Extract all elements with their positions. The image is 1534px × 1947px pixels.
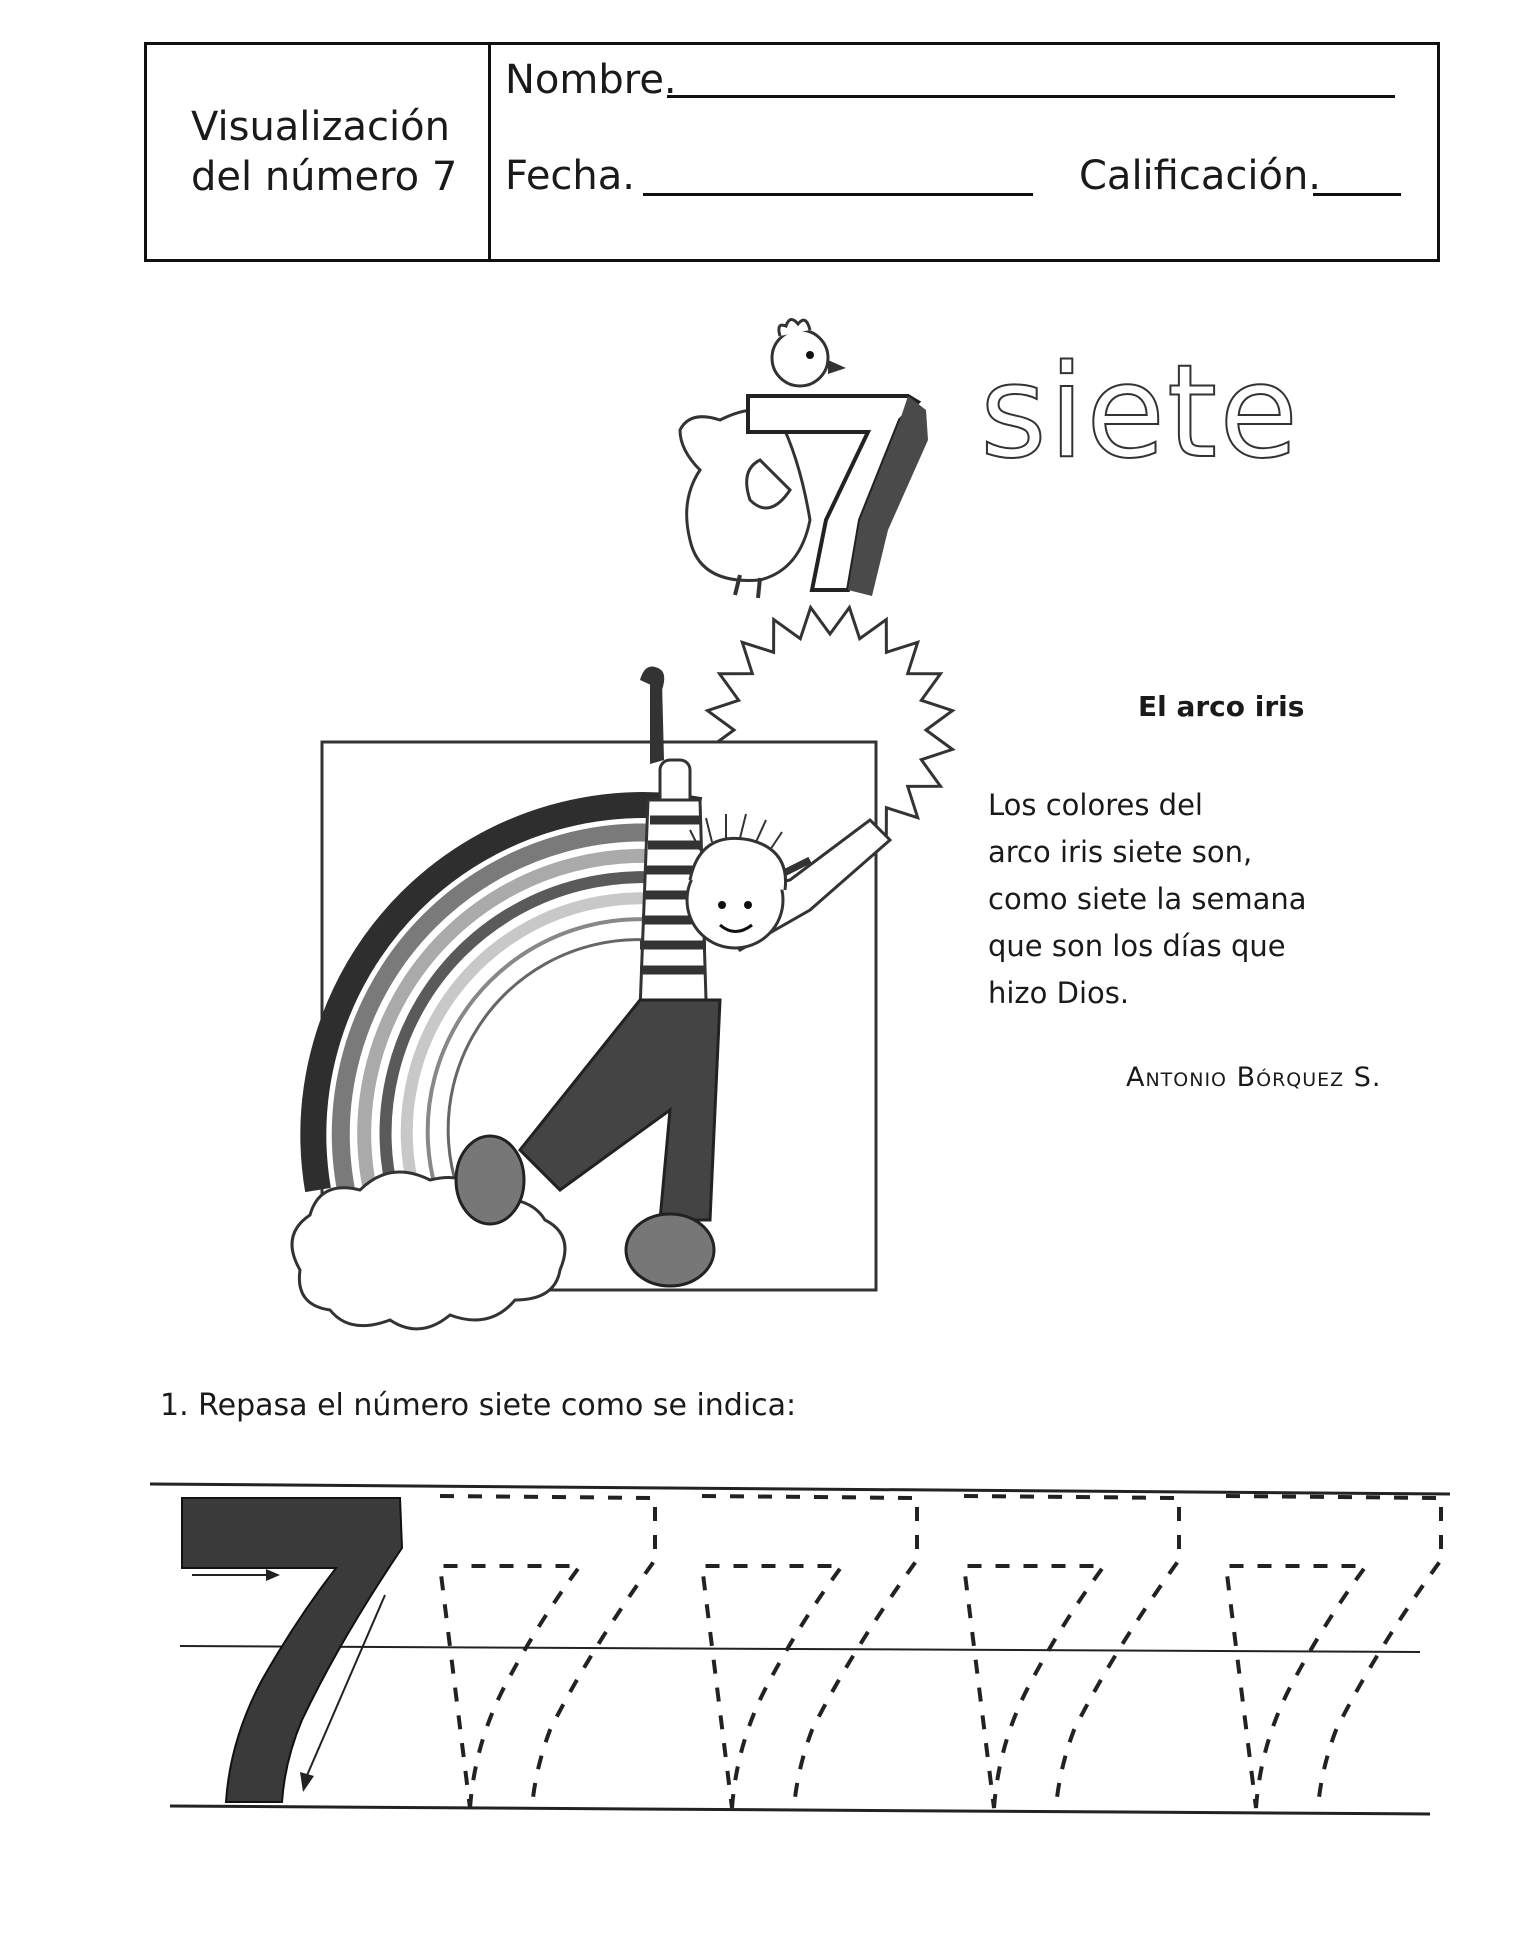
child-illustration — [454, 666, 893, 1288]
grade-field[interactable] — [1313, 193, 1401, 196]
number-word: siete — [979, 337, 1300, 488]
traced-seven — [699, 1494, 919, 1809]
title-line-1: Visualización — [191, 104, 450, 150]
student-info: Nombre. Fecha. Calificación. — [491, 45, 1437, 259]
traced-seven — [437, 1494, 657, 1809]
title-line-2: del número 7 — [191, 154, 458, 200]
worksheet-title: Visualización del número 7 — [147, 45, 491, 259]
date-label: Fecha. — [505, 153, 635, 199]
name-label: Nombre. — [505, 57, 677, 103]
grade-label: Calificación. — [1079, 153, 1322, 199]
poem-line: que son los días que — [988, 929, 1286, 963]
hen-seven-illustration: 7 — [678, 318, 928, 599]
poem-line: como siete la semana — [988, 882, 1307, 916]
poem-line: arco iris siete son, — [988, 835, 1253, 869]
poem-title: El arco iris — [1138, 690, 1305, 723]
poem-body: Los colores del arco iris siete son, com… — [988, 782, 1307, 1017]
rainbow-illustration — [300, 792, 703, 1193]
date-field[interactable] — [643, 193, 1033, 196]
poem-author: Antonio Bórquez S. — [1126, 1062, 1382, 1093]
model-seven — [181, 1497, 404, 1803]
traced-seven — [961, 1494, 1181, 1809]
tracing-area — [149, 1482, 1451, 1816]
header-box: Visualización del número 7 Nombre. Fecha… — [144, 42, 1440, 262]
poem-line: hizo Dios. — [988, 976, 1130, 1010]
name-field[interactable] — [667, 95, 1395, 98]
exercise-instruction: 1. Repasa el número siete como se indica… — [160, 1388, 797, 1423]
poem-line: Los colores del — [988, 788, 1203, 822]
